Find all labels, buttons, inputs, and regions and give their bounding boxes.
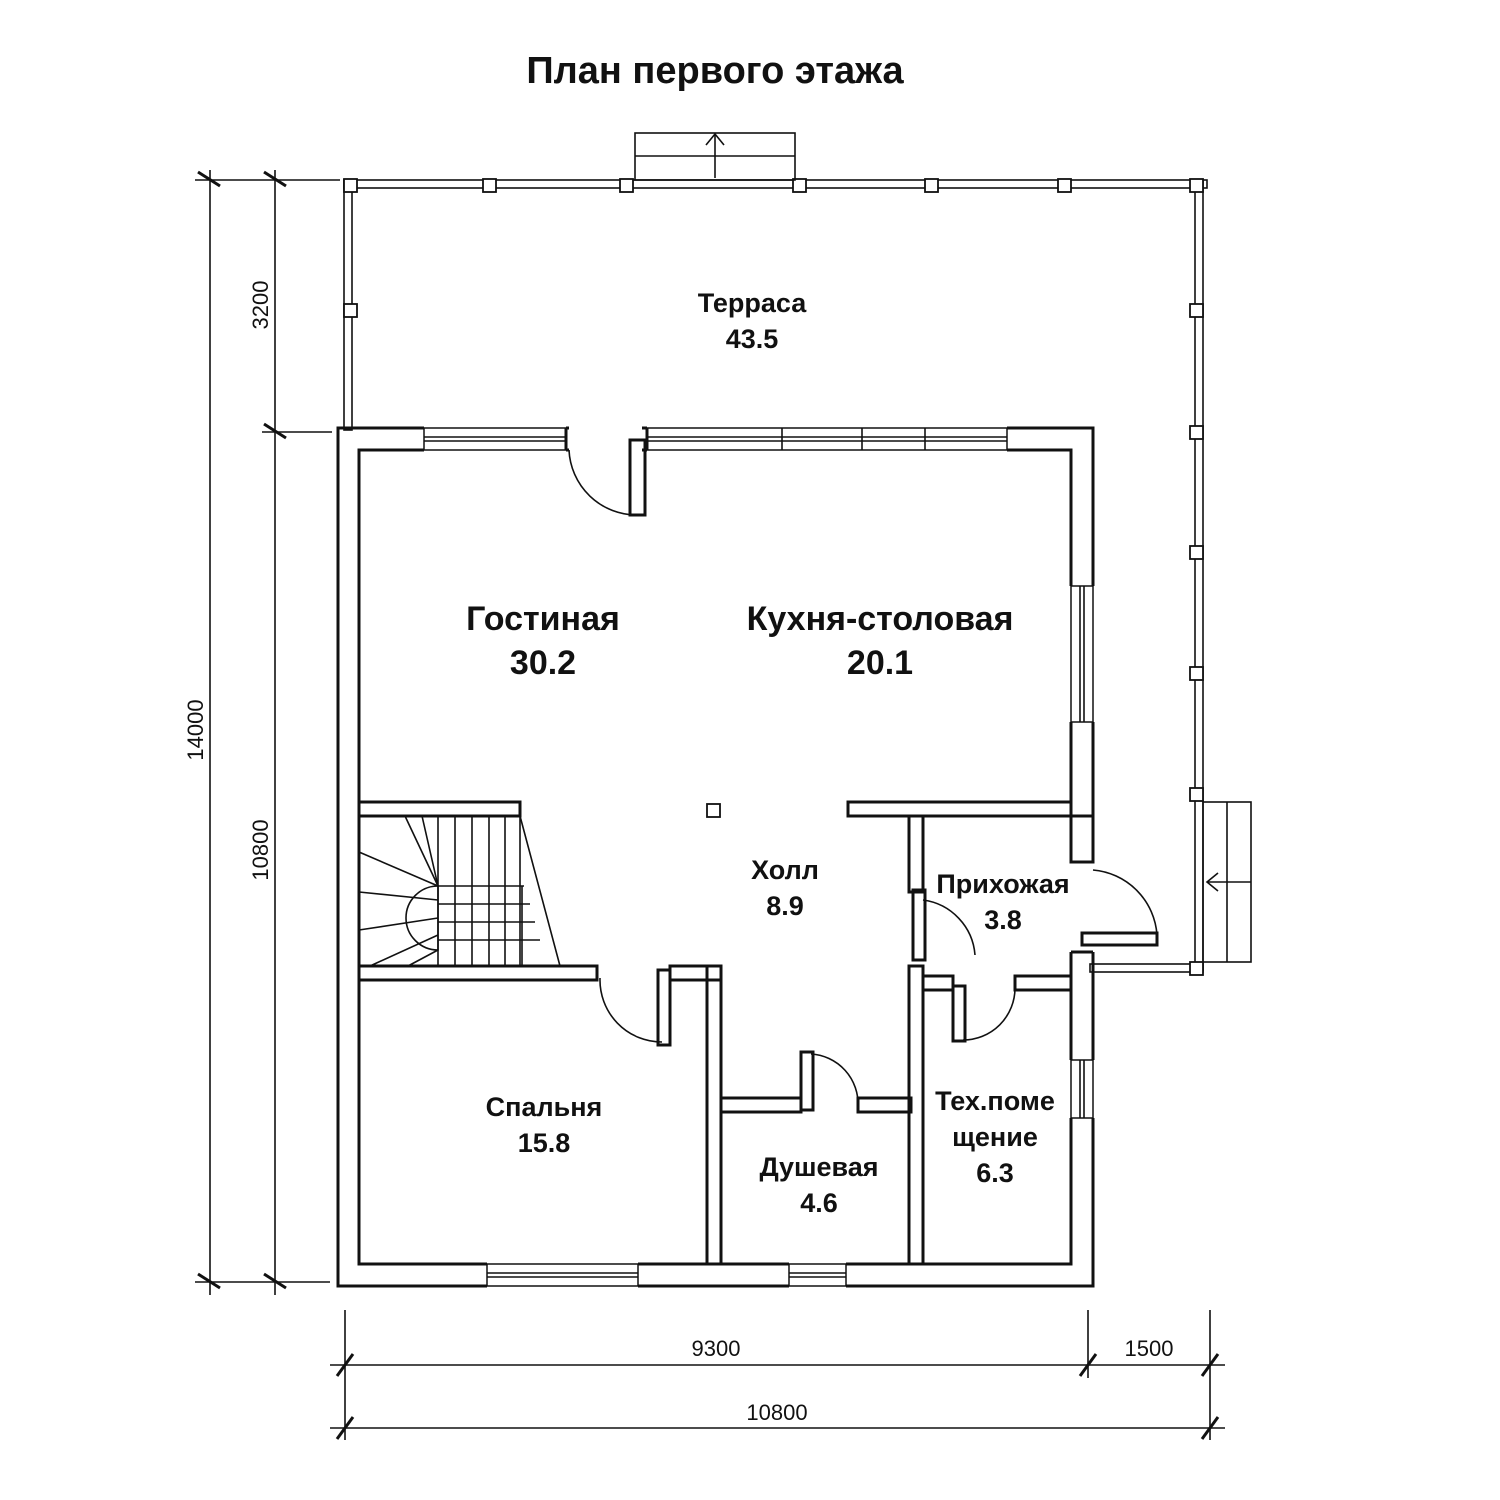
shower-name: Душевая bbox=[759, 1152, 878, 1182]
hall-name: Холл bbox=[751, 855, 819, 885]
dimension-lines bbox=[195, 170, 1225, 1440]
dim-house-width: 9300 bbox=[692, 1336, 741, 1361]
staircase bbox=[358, 815, 561, 967]
tech-room-name-line1: Тех.поме bbox=[935, 1086, 1055, 1116]
living-room-name: Гостиная bbox=[466, 600, 620, 638]
dim-total-depth: 14000 bbox=[183, 699, 208, 760]
room-labels: Терраса 43.5 Гостиная 30.2 Кухня-столова… bbox=[466, 288, 1069, 1218]
bedroom-name: Спальня bbox=[486, 1092, 603, 1122]
plan-title: План первого этажа bbox=[526, 50, 904, 92]
side-steps bbox=[1202, 801, 1252, 963]
tech-room-name-line2: щение bbox=[952, 1122, 1038, 1152]
dim-terrace-width: 1500 bbox=[1125, 1336, 1174, 1361]
kitchen-name: Кухня-столовая bbox=[747, 600, 1014, 638]
dim-total-width: 10800 bbox=[746, 1400, 807, 1425]
terrace-area: 43.5 bbox=[726, 324, 779, 354]
hall-area: 8.9 bbox=[766, 891, 804, 921]
front-door bbox=[564, 428, 649, 517]
entry-name: Прихожая bbox=[936, 869, 1069, 899]
dim-terrace-depth: 3200 bbox=[248, 281, 273, 330]
dim-house-depth: 10800 bbox=[248, 819, 273, 880]
tech-room-area: 6.3 bbox=[976, 1158, 1014, 1188]
windows bbox=[423, 427, 1094, 1287]
entry-area: 3.8 bbox=[984, 905, 1022, 935]
kitchen-area: 20.1 bbox=[847, 644, 913, 682]
front-steps bbox=[634, 132, 796, 181]
terrace-posts bbox=[343, 178, 1204, 976]
bedroom-area: 15.8 bbox=[518, 1128, 571, 1158]
interior-doors bbox=[599, 888, 1016, 1112]
terrace-name: Терраса bbox=[698, 288, 808, 318]
living-room-area: 30.2 bbox=[510, 644, 576, 682]
hall-column bbox=[706, 803, 721, 818]
shower-area: 4.6 bbox=[800, 1188, 838, 1218]
